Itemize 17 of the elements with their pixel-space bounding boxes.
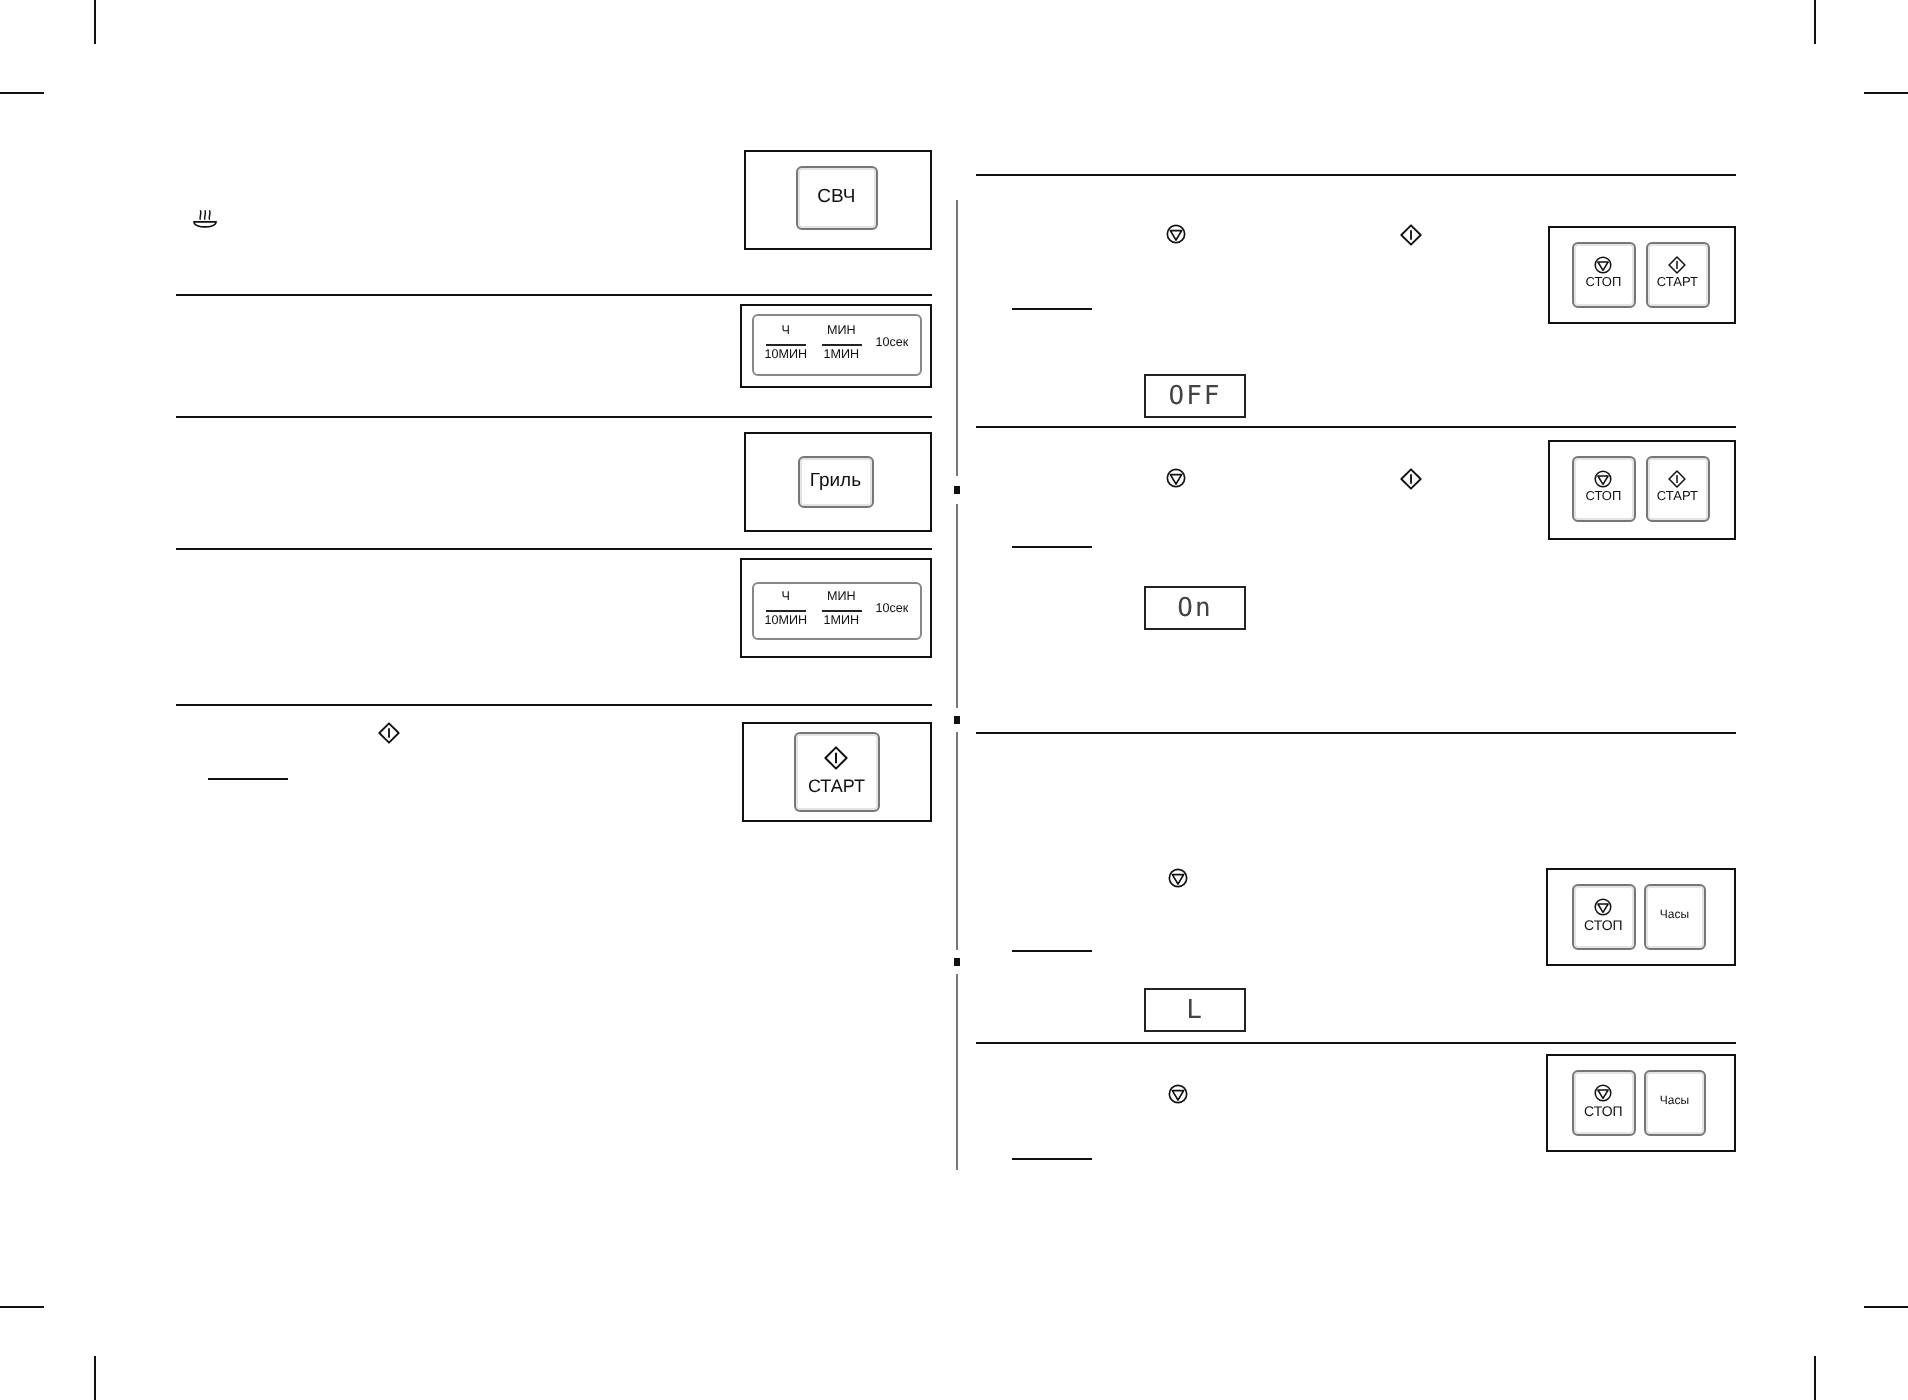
display-screen: On	[1144, 586, 1246, 630]
time-key-strip	[751, 581, 922, 640]
start-button: СТАРТ	[793, 731, 880, 812]
panel-frame	[740, 558, 932, 658]
panel-frame	[744, 150, 932, 250]
display-screen: L	[1144, 988, 1246, 1032]
panel-frame	[742, 722, 932, 822]
grill-button: Гриль	[797, 455, 874, 508]
time-key-strip	[751, 313, 922, 376]
panel-frame	[1548, 440, 1736, 540]
display-screen: OFF	[1144, 374, 1246, 418]
microwave-button: СВЧ	[795, 165, 878, 230]
panel-frame	[740, 304, 932, 388]
panel-frame	[1546, 868, 1736, 966]
panel-frame	[1548, 226, 1736, 324]
panel-frame	[1546, 1054, 1736, 1152]
panel-frame	[744, 432, 932, 532]
